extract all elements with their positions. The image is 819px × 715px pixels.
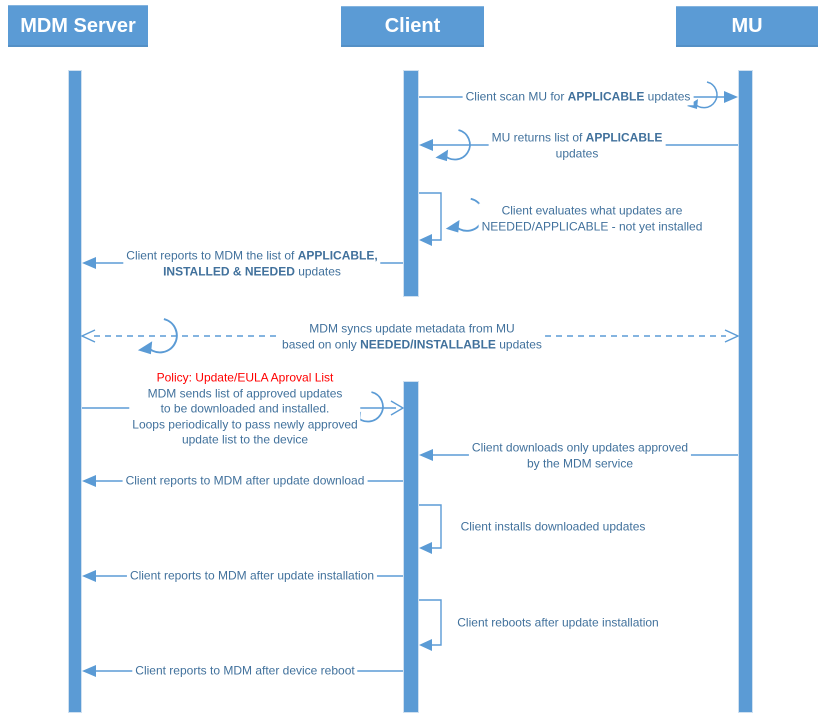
message-label-report-installation: Client reports to MDM after update insta… bbox=[126, 568, 378, 584]
loop-icon bbox=[444, 197, 485, 234]
lifeline-client-upper bbox=[403, 70, 419, 297]
actor-box-mdm-server: MDM Server bbox=[8, 5, 148, 47]
lifeline-client-lower bbox=[403, 381, 419, 713]
lifeline-mdm-server bbox=[68, 70, 82, 713]
message-label-installs: Client installs downloaded updates bbox=[457, 519, 649, 535]
message-label-scan: Client scan MU for APPLICABLE updates bbox=[462, 89, 694, 105]
selfloop-client-installs bbox=[419, 504, 442, 554]
selfloop-client-reboots bbox=[419, 599, 442, 651]
message-label-report-reboot: Client reports to MDM after device reboo… bbox=[132, 663, 358, 679]
selfloop-client-evaluates bbox=[419, 192, 485, 246]
actor-label-mdm-server: MDM Server bbox=[20, 14, 136, 37]
actor-label-mu: MU bbox=[731, 15, 763, 37]
message-label-reports-list: Client reports to MDM the list of APPLIC… bbox=[123, 248, 381, 280]
actor-box-mu: MU bbox=[676, 6, 818, 47]
actor-box-client: Client bbox=[341, 6, 484, 47]
lifeline-mu bbox=[738, 70, 753, 713]
message-label-report-download: Client reports to MDM after update downl… bbox=[122, 473, 368, 489]
arrow-mdm-syncs-metadata bbox=[80, 318, 740, 356]
actor-label-client: Client bbox=[384, 15, 441, 37]
message-label-reboots: Client reboots after update installation bbox=[454, 615, 662, 631]
